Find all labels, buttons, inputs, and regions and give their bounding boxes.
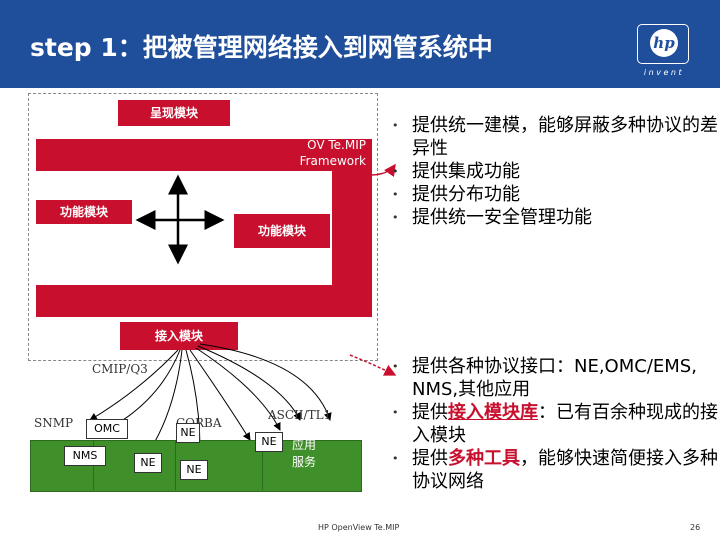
bullet-text: 提供集成功能 <box>412 161 520 182</box>
bullet-text: 提供各种协议接口：NE,OMC/EMS, NMS,其他应用 <box>412 356 697 400</box>
omc-node: OMC <box>86 419 128 439</box>
network-divider <box>175 440 176 490</box>
cross-arrows <box>135 174 225 265</box>
protocol-ascii: ASCII/TL1 <box>268 408 332 422</box>
nms-node: NMS <box>64 446 106 466</box>
feature-bullets-top: • 提供统一建模，能够屏蔽多种协议的差异性 • 提供集成功能 • 提供分布功能 • 提供… <box>392 114 718 229</box>
bullet-dot-icon: • <box>392 119 399 132</box>
function-module-left-label: 功能模块 <box>36 200 132 224</box>
ne-node-3: NE <box>180 460 208 480</box>
ne-node-2: NE <box>134 453 162 473</box>
header-bar <box>0 0 720 88</box>
hp-logo-frame <box>637 24 689 64</box>
bullet-highlight: 接入模块库 <box>448 402 538 423</box>
bullet-dot-icon: • <box>392 188 399 201</box>
feature-bullets-bottom: •提供各种协议接口：NE,OMC/EMS, NMS,其他应用 •提供接入模块库：… <box>392 355 718 493</box>
bullet-dot-icon: • <box>392 165 399 178</box>
protocol-snmp: SNMP <box>34 416 74 430</box>
ne-node-4: NE <box>255 432 283 452</box>
bullet-item: • 提供统一安全管理功能 <box>392 206 718 229</box>
other-apps-line1: 应用 <box>292 438 317 452</box>
protocol-cmip: CMIP/Q3 <box>92 362 148 376</box>
hp-logo: hp <box>650 29 678 57</box>
architecture-frame <box>28 93 378 361</box>
access-layer-bar <box>36 285 372 317</box>
framework-label-line2: Framework <box>299 154 366 168</box>
bullet-highlight: 多种工具 <box>448 448 520 469</box>
bullet-dot-icon: • <box>392 211 399 224</box>
framework-column-bar <box>332 139 372 285</box>
bullet-item: • 提供分布功能 <box>392 183 718 206</box>
bullet-text-post: ，能够快速简便接入多种协议网络 <box>412 448 718 492</box>
bullet-item: • 提供接入模块库：已有百余种现成的接入模块 <box>392 401 718 447</box>
framework-label-line1: OV Te.MIP <box>307 138 366 152</box>
slide-title: step 1：把被管理网络接入到网管系统中 <box>30 33 493 62</box>
bullet-text: 提供分布功能 <box>412 184 520 205</box>
bullet-text: 提供统一建模，能够屏蔽多种协议的差异性 <box>412 115 718 159</box>
framework-label: OV Te.MIP Framework <box>270 137 366 169</box>
bullet-dot-icon: • <box>392 452 399 465</box>
function-module-right-label: 功能模块 <box>234 214 330 248</box>
bullet-item: • 提供集成功能 <box>392 160 718 183</box>
presentation-module-label: 呈现模块 <box>118 100 230 126</box>
access-module-label: 接入模块 <box>120 322 238 350</box>
bullet-item: • 提供各种协议接口：NE,OMC/EMS, NMS,其他应用 <box>392 355 718 401</box>
ne-node-1: NE <box>176 423 200 443</box>
bullet-dot-icon: • <box>392 406 399 419</box>
bullet-text-post: ：已有百余种现成的接入模块 <box>412 402 718 446</box>
bullet-text: 提供统一安全管理功能 <box>412 207 592 228</box>
bullet-item: • 提供多种工具，能够快速简便接入多种协议网络 <box>392 447 718 493</box>
bullet-item: • 提供统一建模，能够屏蔽多种协议的差异性 <box>392 114 718 160</box>
footer-text: HP OpenView Te.MIP <box>318 523 400 532</box>
hp-logo-tagline: invent <box>643 68 685 77</box>
other-apps-line2: 服务 <box>292 455 317 469</box>
bullet-dot-icon: • <box>392 360 399 373</box>
bullet-text-pre: 提供 <box>412 448 448 469</box>
network-divider <box>262 440 263 490</box>
bullet-text-pre: 提供 <box>412 402 448 423</box>
other-apps-label: 应用 服务 <box>292 437 316 471</box>
red-pointer-arrows <box>349 163 397 376</box>
presentation-layer-bar <box>36 139 372 171</box>
page-number: 26 <box>690 523 701 532</box>
